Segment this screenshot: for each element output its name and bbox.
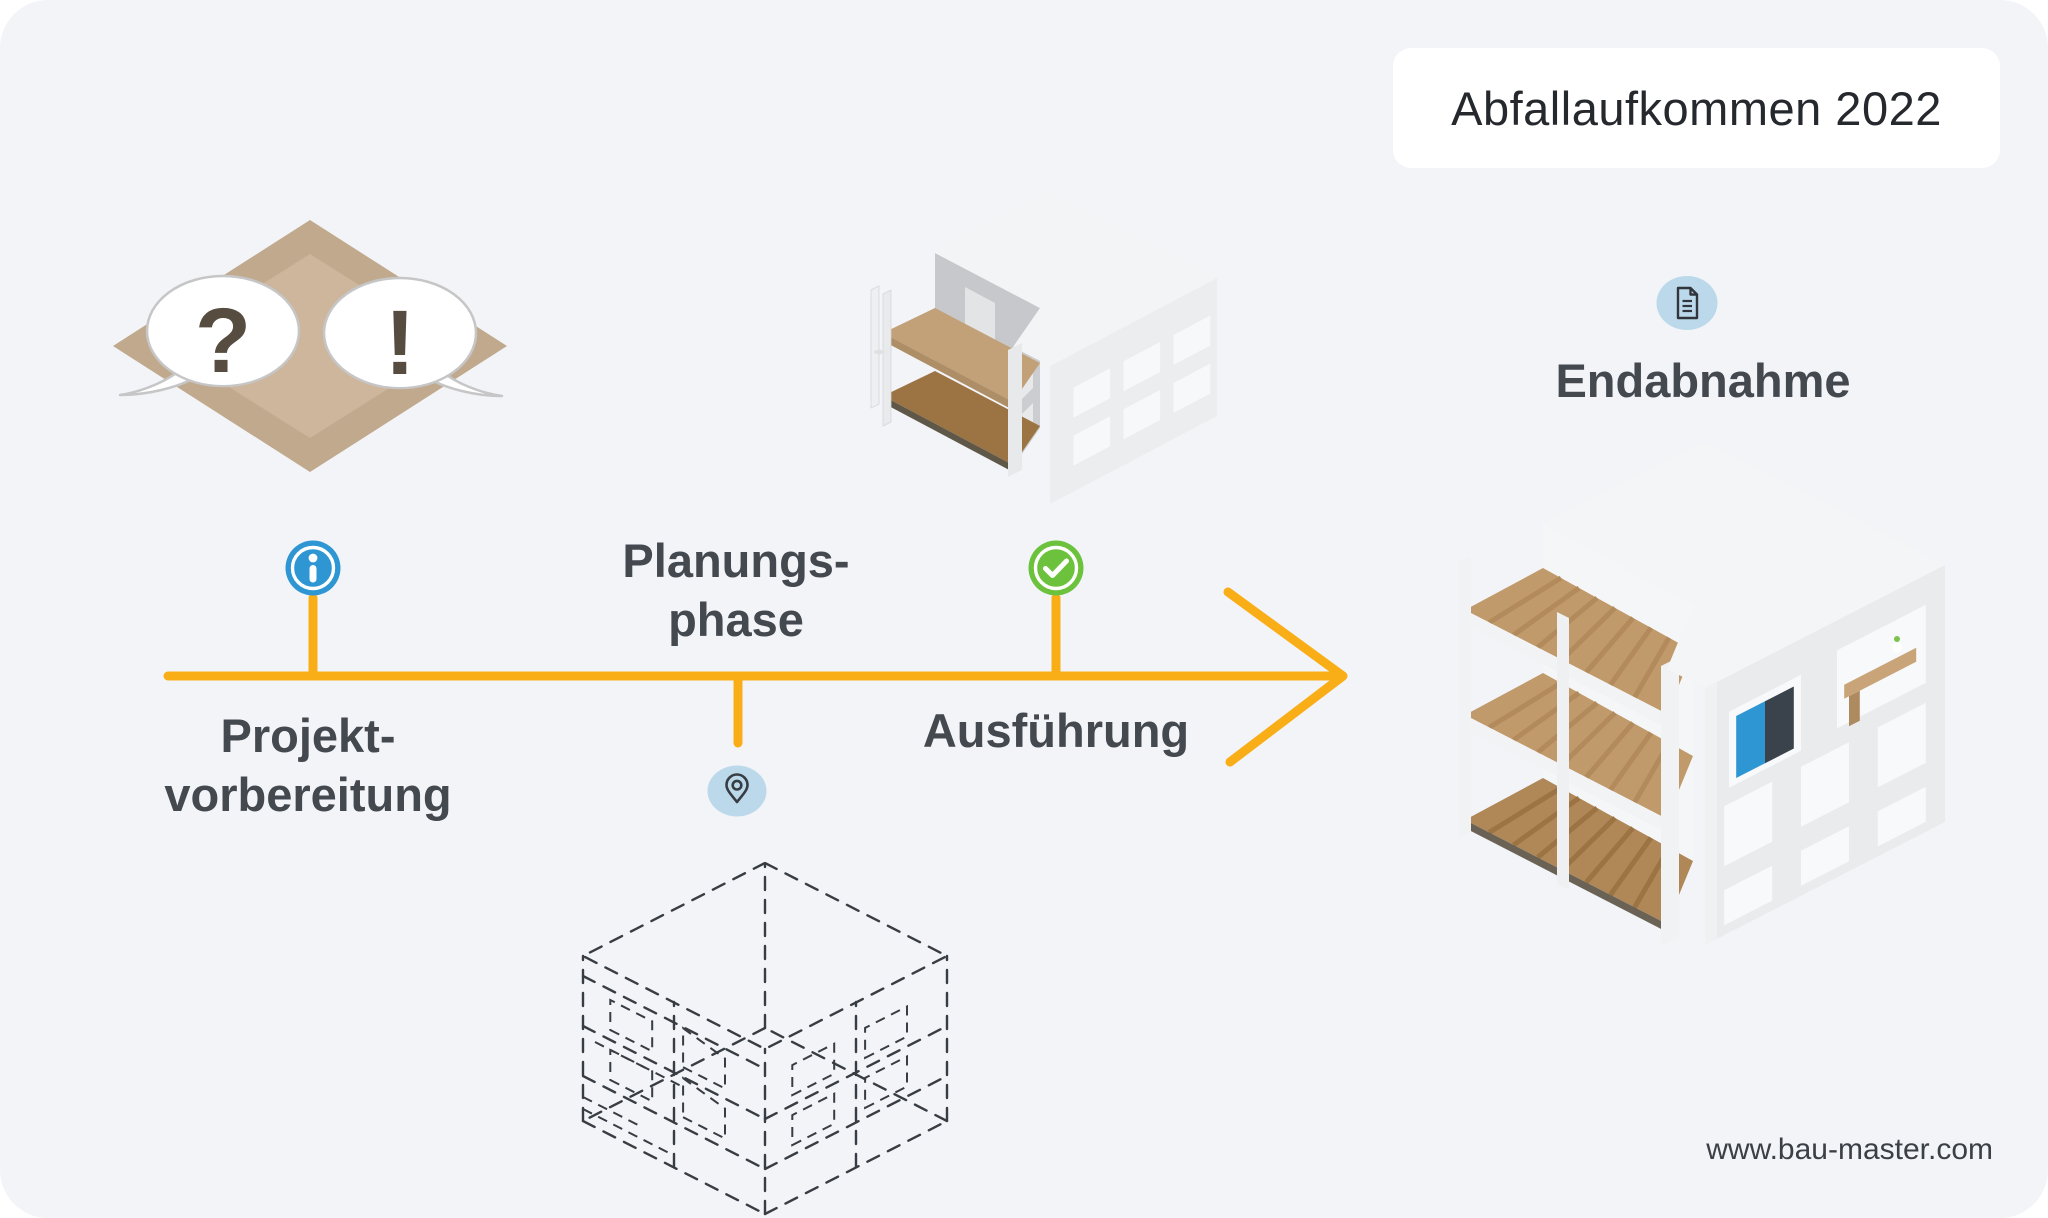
label-planungsphase: Planungs- phase	[556, 531, 916, 649]
building-under-construction-illustration	[870, 190, 1217, 504]
label-line: Projekt-	[220, 709, 396, 762]
title-card: Abfallaufkommen 2022	[1393, 48, 2000, 168]
arrowhead-chevron-icon	[1223, 587, 1348, 767]
label-ausfuehrung: Ausführung	[846, 701, 1266, 760]
document-icon	[1656, 276, 1718, 330]
roof	[935, 190, 1217, 366]
label-line: phase	[668, 593, 804, 646]
exclamation-mark: !	[385, 292, 416, 394]
label-projektvorbereitung: Projekt- vorbereitung	[98, 706, 518, 824]
desk-opening	[1837, 604, 1926, 729]
blue-window	[1729, 674, 1801, 788]
ground-floor-slab	[883, 371, 1040, 465]
label-line: vorbereitung	[164, 768, 452, 821]
exclamation-bubble: !	[322, 276, 504, 398]
question-mark: ?	[195, 290, 251, 392]
mid-floor-slab	[883, 308, 1040, 402]
finished-building-illustration	[1459, 442, 1945, 946]
label-line: Planungs-	[622, 534, 850, 587]
blueprint-building-illustration	[580, 862, 950, 1216]
location-pin-icon	[707, 765, 767, 817]
label-line: Ausführung	[922, 704, 1190, 757]
question-bubble: ?	[118, 274, 301, 397]
label-line: Endabnahme	[1555, 354, 1851, 407]
page-title: Abfallaufkommen 2022	[1451, 81, 1942, 135]
info-icon	[285, 540, 341, 596]
website-url: www.bau-master.com	[1706, 1133, 1993, 1166]
label-endabnahme: Endabnahme	[1473, 351, 1933, 410]
standing-panels	[870, 285, 892, 427]
site-plot-illustration: ? !	[113, 220, 507, 472]
timeline-arrow	[163, 587, 1348, 767]
check-icon	[1028, 540, 1084, 596]
roof	[1543, 442, 1945, 688]
